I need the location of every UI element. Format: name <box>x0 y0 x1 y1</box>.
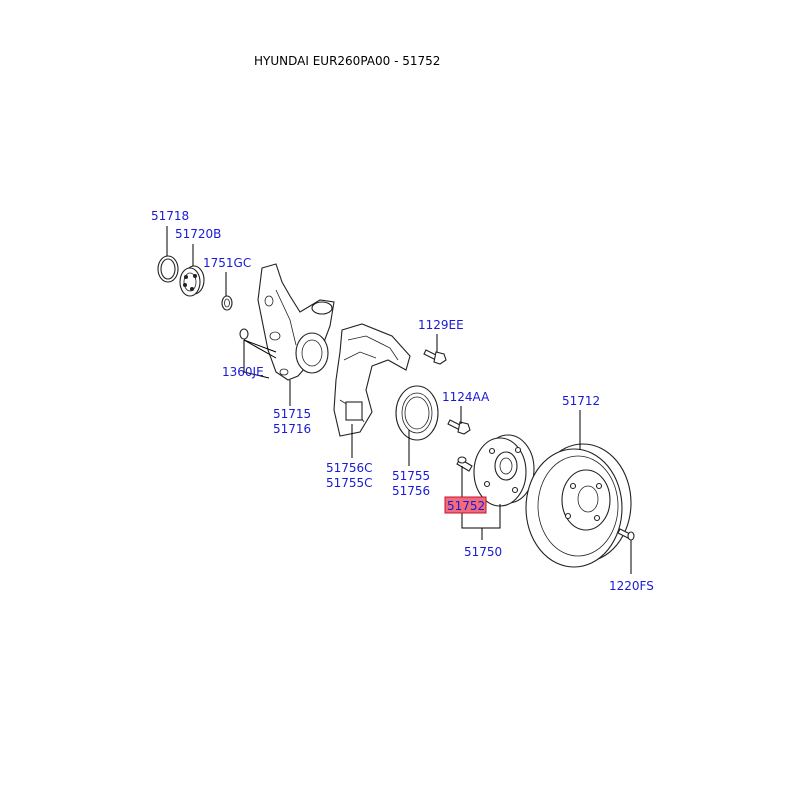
part-label-51755[interactable]: 51755 <box>392 469 430 483</box>
part-label-1751gc[interactable]: 1751GC <box>203 256 251 270</box>
part-label-1129ee[interactable]: 1129EE <box>418 318 464 332</box>
part-label-1124aa[interactable]: 1124AA <box>442 390 490 404</box>
brake-disc-illustration <box>525 443 632 568</box>
snap-ring-illustration <box>157 255 179 283</box>
highlight-box <box>444 496 487 514</box>
part-label-51715[interactable]: 51715 <box>273 407 311 421</box>
part-label-51716[interactable]: 51716 <box>273 422 311 436</box>
dust-cover-illustration <box>333 323 411 437</box>
washer-illustration <box>221 295 233 311</box>
bolt-1124aa-illustration <box>447 419 471 435</box>
wheel-hub-illustration <box>473 434 535 507</box>
part-label-51718[interactable]: 51718 <box>151 209 189 223</box>
part-label-51756[interactable]: 51756 <box>392 484 430 498</box>
wheel-bearing-illustration <box>179 265 205 297</box>
part-label-51752-highlighted[interactable]: 51752 <box>444 496 487 514</box>
steering-knuckle-illustration <box>257 263 335 381</box>
part-label-1220fs[interactable]: 1220FS <box>609 579 654 593</box>
part-label-51750[interactable]: 51750 <box>464 545 502 559</box>
screw-illustration <box>617 528 635 541</box>
part-label-51720b[interactable]: 51720B <box>175 227 221 241</box>
nut-illustration <box>239 328 249 340</box>
part-label-51756c[interactable]: 51756C <box>326 461 373 475</box>
hub-bolt-illustration <box>456 456 473 472</box>
part-label-51712[interactable]: 51712 <box>562 394 600 408</box>
part-label-1360je[interactable]: 1360JE <box>222 365 264 379</box>
bolt-1129ee-illustration <box>423 349 447 365</box>
part-label-51755c[interactable]: 51755C <box>326 476 373 490</box>
diagram-title: HYUNDAI EUR260PA00 - 51752 <box>254 54 440 68</box>
seal-illustration <box>395 385 439 441</box>
part-label-51752[interactable]: 51752 <box>447 499 485 513</box>
